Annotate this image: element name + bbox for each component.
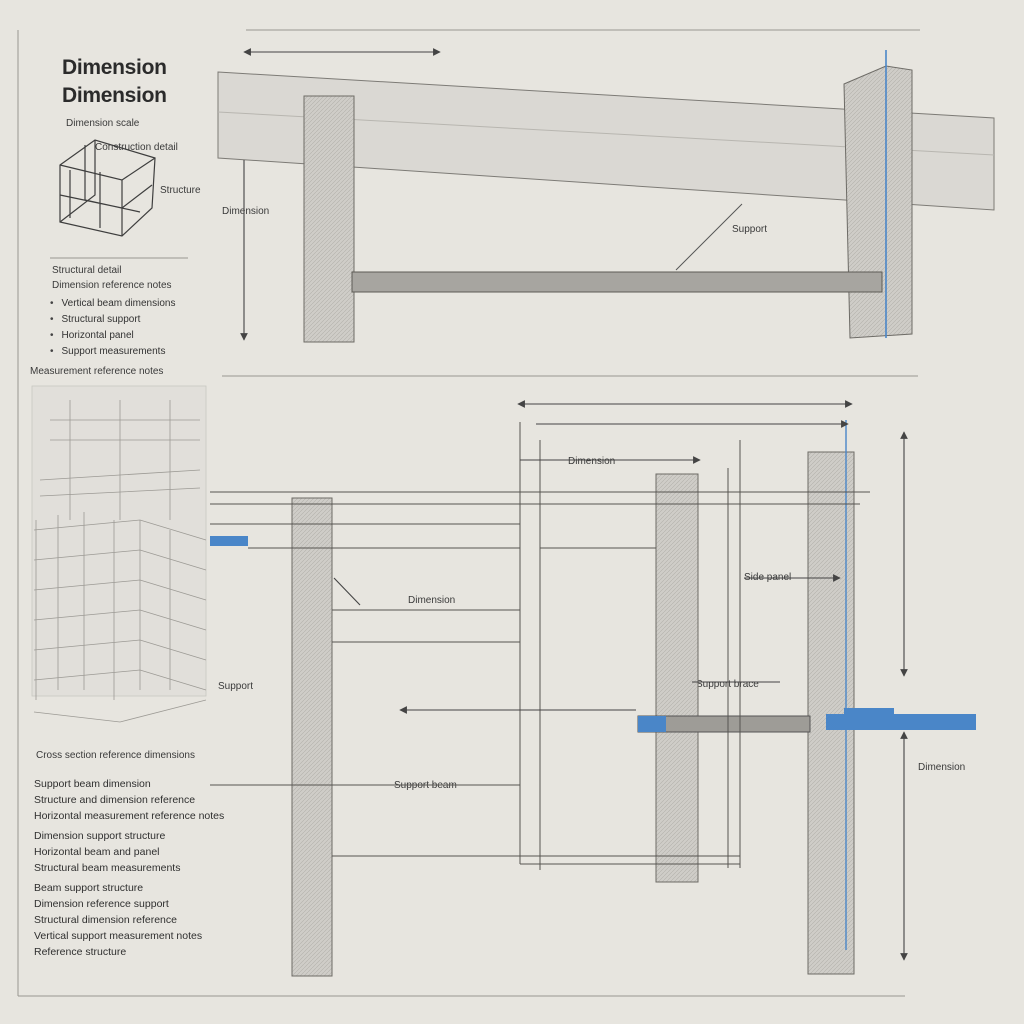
list-item: Structural support [50, 312, 175, 328]
cross-rail [351, 271, 883, 293]
note-line: Structural beam measurements [34, 862, 181, 874]
sidebar-footer: Measurement reference notes [30, 366, 164, 377]
list-item: Horizontal panel [50, 328, 175, 344]
mid-dimension-label: Dimension [408, 595, 456, 606]
beam-right-label: Support [732, 224, 768, 235]
mid-column [655, 473, 699, 883]
shelving-sketch [31, 385, 207, 723]
note-line: Vertical support measurement notes [34, 930, 203, 942]
page-title: Dimension [62, 56, 167, 79]
sheet-frame [17, 29, 920, 997]
bottom-column-assembly [210, 420, 976, 977]
left-small-label: Support [218, 681, 254, 692]
right-mid-label: Support brace [696, 679, 759, 690]
top-dimension-lines [240, 48, 441, 341]
note-line: Horizontal measurement reference notes [34, 810, 225, 822]
left-blue-plate [210, 536, 248, 546]
left-column [291, 497, 333, 977]
sidebar-bullet-list: Vertical beam dimensions Structural supp… [50, 296, 176, 360]
right-post [843, 65, 913, 339]
top-beam-assembly [217, 50, 995, 343]
page-title-secondary: Dimension [62, 84, 167, 107]
isometric-cube [59, 139, 156, 237]
cube-caption: Construction detail [95, 142, 178, 153]
list-item: Vertical beam dimensions [50, 296, 176, 312]
left-beam-label: Dimension [222, 206, 270, 217]
note-line: Dimension reference support [34, 898, 169, 910]
note-line: Horizontal beam and panel [34, 846, 160, 858]
note-line: Structural dimension reference [34, 914, 177, 926]
cube-side-label: Structure [160, 185, 201, 196]
note-line: Beam support structure [34, 882, 144, 894]
note-line: Dimension support structure [34, 830, 166, 842]
right-note-label: Dimension [918, 762, 966, 773]
notes-block-1: Support beam dimension Structure and dim… [34, 776, 224, 824]
list-item: Support measurements [50, 344, 175, 360]
note-line: Reference structure [34, 946, 127, 958]
left-post [303, 95, 355, 343]
right-blue-plate [826, 714, 976, 730]
note-line: Structure and dimension reference [34, 794, 196, 806]
bottom-guide-lines [210, 422, 870, 870]
bottom-top-dimension-label: Dimension [568, 456, 616, 467]
sidebar-subheading: Dimension reference notes [52, 280, 172, 291]
note-line: Support beam dimension [34, 778, 151, 790]
notes-block-2: Dimension support structure Horizontal b… [34, 828, 180, 876]
horizontal-beam [217, 71, 995, 211]
page-subtitle: Dimension scale [66, 118, 140, 129]
notes-block-3: Beam support structure Dimension referen… [34, 880, 202, 960]
sidebar-heading: Structural detail [52, 265, 122, 276]
bottom-caption: Cross section reference dimensions [36, 750, 195, 761]
bottom-dimension-lines [333, 400, 908, 961]
